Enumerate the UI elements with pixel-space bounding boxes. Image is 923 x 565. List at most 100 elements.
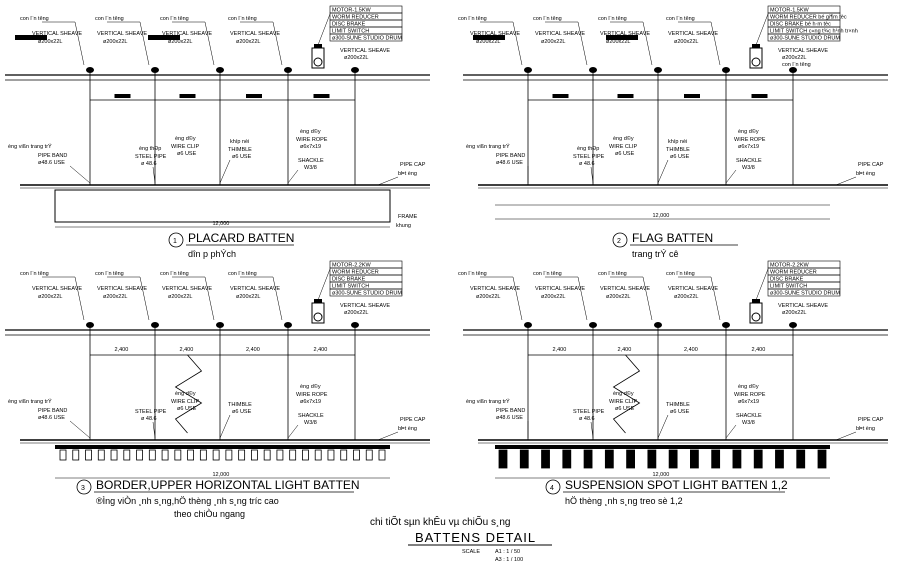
pipe-band-label: PIPE BAND (496, 408, 525, 414)
wire-rope-size: ø6x7x19 (738, 144, 759, 150)
light-fixture (72, 449, 80, 461)
light-fixture (59, 449, 67, 461)
roller-label-leader (204, 21, 215, 66)
wire-clip-label: WIRE CLIP (609, 144, 637, 150)
thimble-label: THIMBLE (666, 147, 690, 153)
footer-scale-1: A1 : 1 / 50 (495, 549, 520, 555)
light-fixture (775, 449, 784, 469)
wire-rope-size: ø6x7x19 (300, 399, 321, 405)
pipe-cap-label: PIPE CAP (400, 417, 426, 423)
detail-number-bubble (76, 479, 92, 495)
power-cable-zigzag (174, 354, 203, 434)
roller-label-leader (642, 21, 653, 66)
light-fixture (365, 449, 373, 461)
light-fixture (626, 449, 635, 469)
wire-clip-size: ø6 USE (177, 406, 197, 412)
light-fixture (238, 449, 246, 461)
pipe-band-leader (69, 165, 91, 184)
motor-cap-icon (314, 44, 322, 48)
roller-label-leader (577, 21, 588, 66)
wire-rope-size: ø6x7x19 (300, 144, 321, 150)
motor-spec-cell (767, 33, 841, 42)
light-fixture (378, 449, 386, 461)
steel-pipe-leader (590, 166, 594, 184)
roller-label: con l¨n t­êng (228, 271, 257, 277)
sheave-size: ø200x22L (476, 39, 500, 45)
sheave-block (351, 322, 359, 328)
sheave-size: ø200x22L (168, 39, 192, 45)
sheave-size: ø200x22L (541, 294, 565, 300)
sheave-block (151, 67, 159, 73)
sheave-label: VERTICAL SHEAVE (668, 286, 718, 292)
spreader-placard (751, 94, 768, 98)
thimble-leader (657, 414, 669, 439)
thimble-leader (219, 159, 231, 184)
spreader-placard (246, 94, 262, 98)
roller-label-leader (710, 21, 721, 66)
sheave-label: VERTICAL SHEAVE (535, 31, 585, 37)
wire-rope-label: WIRE ROPE (296, 137, 328, 143)
light-fixture (353, 449, 360, 461)
right-sheave-label: VERTICAL SHEAVE (778, 303, 828, 309)
light-fixture (136, 449, 143, 461)
light-fixture (314, 449, 322, 461)
right-sheave-label: VERTICAL SHEAVE (778, 48, 828, 54)
motor-spec-text: DISC BRAKE bé h·m tèc (770, 22, 831, 28)
pipe-cap-vn: bÞt èng (856, 171, 875, 177)
light-fixture (562, 449, 572, 469)
detail-subtitle: trang trÝ cê (632, 249, 679, 259)
motor-cap-icon (314, 299, 322, 303)
pipe-cap-leader (377, 176, 399, 186)
light-fixture (711, 449, 721, 469)
sheave-label: VERTICAL SHEAVE (230, 31, 280, 37)
light-fixture (690, 449, 699, 469)
wire-rope-vn: èng d©y (300, 383, 321, 390)
motor-spec-text: ø300-SUNE STUDIO DRUM (332, 291, 402, 297)
detail-subtitle: dîn ­p phÝch (188, 249, 236, 259)
roller-label-leader (204, 276, 215, 321)
thimble-size: ø6 USE (232, 154, 252, 160)
sheave-block (86, 67, 94, 73)
right-sheave-size: ø200x22L (344, 310, 368, 316)
pipe-band-leader (69, 420, 91, 439)
pipe-band-vn: èng vißn trang trÝ (8, 143, 52, 150)
thimble-vn: khíp nèi (668, 139, 687, 145)
pipe-cap-vn: bÞt èng (398, 171, 417, 177)
thimble-leader (657, 159, 669, 184)
motor-spec-text: MOTOR-1.5KW (770, 8, 810, 14)
shackle-size: W3/8 (304, 165, 317, 171)
light-fixture (327, 449, 335, 461)
shackle-label: SHACKLE (298, 413, 324, 419)
roller-label-leader (139, 276, 150, 321)
pipe-cap-vn: bÞt èng (398, 426, 417, 432)
thimble-label: THIMBLE (228, 147, 252, 153)
roller-label: con l¨n t­êng (458, 271, 487, 277)
pipe-band-size: ø48.6 USE (38, 160, 65, 166)
shackle-leader (287, 169, 299, 184)
motor-spec-cell (329, 33, 403, 42)
motor-spec-text: ø300-SUNE STUDIO DRUM (332, 36, 402, 42)
roller-label-leader (272, 21, 283, 66)
motor-cap-icon (752, 44, 760, 48)
wire-rope-label: WIRE ROPE (734, 392, 766, 398)
roller-label: con l¨n t­êng (533, 271, 562, 277)
shackle-label: SHACKLE (298, 158, 324, 164)
pipe-band-vn: èng vißn trang trÝ (466, 143, 510, 150)
motor-spec-cell (767, 288, 841, 297)
wire-rope-label: WIRE ROPE (734, 137, 766, 143)
wire-clip-label: WIRE CLIP (609, 399, 637, 405)
wire-rope-label: WIRE ROPE (296, 392, 328, 398)
pipe-band-vn: èng vißn trang trÝ (8, 398, 52, 405)
roller-label-leader (74, 276, 85, 321)
sheave-size: ø200x22L (674, 294, 698, 300)
roller-label: con l¨n t­êng (228, 16, 257, 22)
sheave-size: ø200x22L (168, 294, 192, 300)
detail-number: 4 (550, 485, 554, 492)
drum-icon (751, 312, 761, 322)
roller-label-leader (139, 21, 150, 66)
light-fixture (519, 449, 529, 469)
motor-cap-icon (752, 299, 760, 303)
overall-dimension: 12,000 (213, 472, 230, 478)
wire-clip-vn: èng d©y (175, 390, 196, 397)
